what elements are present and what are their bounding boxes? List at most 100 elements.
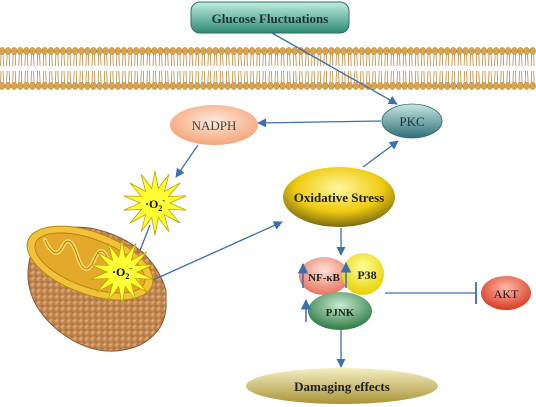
lipid-head xyxy=(310,82,317,90)
lipid-head xyxy=(322,82,329,90)
lipid-tail xyxy=(360,70,364,84)
akt-label: AKT xyxy=(494,287,519,301)
lipid-head xyxy=(133,82,140,90)
lipid-tail xyxy=(24,53,29,67)
lipid-tail xyxy=(408,70,413,84)
lipid-head xyxy=(432,82,439,90)
pjnk-node xyxy=(308,292,372,330)
lipid-tail xyxy=(207,53,212,67)
lipid-tail xyxy=(61,53,65,67)
lipid-tail xyxy=(6,70,10,84)
lipid-head xyxy=(474,47,481,55)
lipid-head xyxy=(72,47,79,55)
lipid-tail xyxy=(305,53,309,67)
lipid-head xyxy=(78,47,85,55)
lipid-head xyxy=(310,47,317,55)
lipid-head xyxy=(35,82,42,90)
lipid-tail xyxy=(152,53,157,67)
pjnk-label: PJNK xyxy=(326,307,355,319)
lipid-head xyxy=(218,82,225,90)
lipid-tail xyxy=(506,53,511,67)
lipid-tail xyxy=(18,53,23,67)
glucose-label: Glucose Fluctuations xyxy=(212,11,329,26)
lipid-tail xyxy=(414,53,419,67)
lipid-head xyxy=(267,82,274,90)
lipid-tail xyxy=(323,70,328,84)
lipid-tail xyxy=(457,70,462,84)
lipid-head xyxy=(523,82,530,90)
lipid-tail xyxy=(457,53,462,67)
lipid-head xyxy=(157,82,164,90)
lipid-head xyxy=(328,82,335,90)
lipid-tail xyxy=(109,70,114,84)
lipid-tail xyxy=(231,53,236,67)
lipid-tail xyxy=(518,53,523,67)
lipid-head xyxy=(35,47,42,55)
lipid-tail xyxy=(213,70,218,84)
lipid-head xyxy=(529,82,536,90)
lipid-tail xyxy=(530,70,535,84)
lipid-head xyxy=(517,82,524,90)
lipid-tail xyxy=(286,53,291,67)
lipid-head xyxy=(486,47,494,55)
lipid-tail xyxy=(445,53,450,67)
lipid-tail xyxy=(30,70,35,84)
lipid-tail xyxy=(366,70,370,84)
lipid-head xyxy=(65,82,73,90)
lipid-tail xyxy=(451,53,456,67)
lipid-tail xyxy=(48,70,53,84)
lipid-tail xyxy=(469,70,474,84)
lipid-head xyxy=(120,47,128,55)
lipid-tail xyxy=(530,53,535,67)
lipid-head xyxy=(59,82,67,90)
lipid-tail xyxy=(189,53,193,67)
lipid-tail xyxy=(372,70,376,84)
lipid-tail xyxy=(183,70,187,84)
lipid-tail xyxy=(408,53,413,67)
lipid-tail xyxy=(384,70,389,84)
lipid-head xyxy=(523,47,530,55)
lipid-tail xyxy=(341,53,346,67)
lipid-tail xyxy=(6,53,10,67)
cell-membrane xyxy=(0,47,536,90)
lipid-tail xyxy=(347,53,352,67)
lipid-tail xyxy=(158,70,163,84)
lipid-tail xyxy=(97,70,102,84)
lipid-tail xyxy=(85,53,90,67)
lipid-head xyxy=(450,82,457,90)
lipid-tail xyxy=(128,70,132,84)
pkc-label: PKC xyxy=(399,114,424,129)
lipid-tail xyxy=(73,70,78,84)
lipid-head xyxy=(212,82,219,90)
superoxide-burst-top xyxy=(123,170,187,236)
lipid-head xyxy=(224,82,231,90)
lipid-head xyxy=(11,47,18,55)
lipid-head xyxy=(364,47,372,55)
lipid-head xyxy=(438,47,445,55)
lipid-head xyxy=(175,82,183,90)
lipid-tail xyxy=(12,53,17,67)
lipid-tail xyxy=(268,53,273,67)
lipid-head xyxy=(72,82,79,90)
lipid-tail xyxy=(91,70,96,84)
lipid-tail xyxy=(384,53,389,67)
lipid-tail xyxy=(488,53,492,67)
lipid-head xyxy=(468,82,475,90)
lipid-head xyxy=(218,47,225,55)
lipid-head xyxy=(517,47,524,55)
lipid-head xyxy=(486,82,494,90)
lipid-tail xyxy=(378,70,383,84)
lipid-tail xyxy=(134,53,139,67)
lipid-head xyxy=(84,82,91,90)
lipid-head xyxy=(230,82,237,90)
lipid-head xyxy=(206,82,213,90)
lipid-head xyxy=(340,47,347,55)
lipid-tail xyxy=(463,70,468,84)
lipid-head xyxy=(120,82,128,90)
lipid-head xyxy=(194,47,201,55)
lipid-head xyxy=(230,47,237,55)
lipid-tail xyxy=(30,53,35,67)
lipid-tail xyxy=(280,53,285,67)
arrow-oxidative-stress-to-pkc xyxy=(362,140,399,168)
lipid-head xyxy=(358,47,366,55)
